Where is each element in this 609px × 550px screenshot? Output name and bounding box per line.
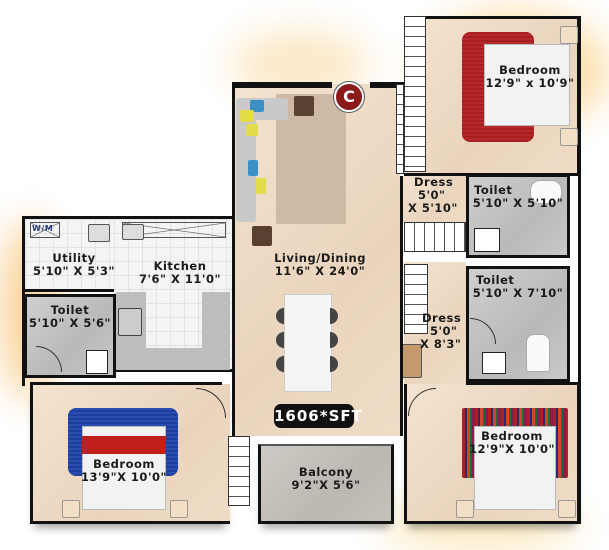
wardrobe-ne	[404, 16, 426, 172]
chair	[276, 308, 284, 324]
wc	[530, 180, 562, 204]
bed-ne	[484, 44, 570, 126]
cushion-blue	[250, 100, 264, 112]
area-badge: 1606*SFT	[274, 404, 362, 428]
wc	[526, 334, 550, 372]
wall-top-living	[370, 82, 404, 88]
nightstand	[560, 128, 578, 146]
chair	[276, 356, 284, 372]
cushion-yellow	[256, 178, 266, 194]
shower-tray	[86, 350, 108, 374]
balcony[interactable]	[258, 444, 394, 524]
chair	[330, 356, 338, 372]
dress-room-1[interactable]	[400, 176, 468, 222]
wm-counter	[30, 222, 60, 238]
counter-l	[116, 348, 230, 370]
wardrobe-dress-2	[404, 264, 428, 334]
duct-left	[228, 436, 250, 506]
dress-1-label: Dress 5'0" X 5'10"	[408, 175, 458, 216]
nightstand	[170, 500, 188, 518]
chair	[330, 332, 338, 348]
toilet-e-label: Toilet 5'10" X 7'10"	[472, 273, 564, 301]
cushion-yellow	[246, 124, 258, 136]
bed-se	[474, 426, 556, 510]
bedroom-ne-label: Bedroom 12'9" x 10'9"	[485, 63, 575, 91]
side-table	[252, 226, 272, 246]
toilet-ne-label: Toilet 5'10" X 5'10"	[472, 183, 564, 211]
wall-panel	[396, 84, 404, 174]
dress-2-label: Dress 5'0" X 8'3"	[420, 311, 462, 352]
dining-table	[284, 294, 332, 392]
wm-label: W/M	[32, 224, 54, 233]
wall-east	[578, 16, 581, 524]
shower-tray	[482, 352, 506, 374]
living-label: Living/Dining 11'6" X 24'0"	[274, 251, 366, 279]
wall-se	[466, 382, 580, 385]
brand-logo: C	[334, 82, 364, 112]
chair	[276, 332, 284, 348]
shower-tray	[474, 228, 500, 252]
wall-west	[22, 216, 25, 386]
bedroom-sw-label: Bedroom 13'9"X 10'0"	[81, 457, 167, 485]
counter-r	[202, 292, 230, 370]
cushion-blue	[248, 160, 258, 176]
wardrobe-dress-1	[404, 222, 466, 252]
bedspread-red	[82, 436, 166, 454]
balcony-label: Balcony 9'2"X 5'6"	[291, 465, 361, 493]
sink	[88, 224, 110, 242]
kitchen-sink	[122, 224, 144, 240]
wall-living-east	[400, 176, 403, 436]
cooktop	[118, 308, 142, 336]
chair	[330, 308, 338, 324]
bedroom-se-label: Bedroom 12'9"X 10'0"	[469, 429, 555, 457]
nightstand	[456, 500, 474, 518]
toilet-w-label: Toilet 5'10" X 5'6"	[29, 303, 111, 331]
utility-label: Utility 5'10" X 5'3"	[33, 251, 115, 279]
nightstand	[62, 500, 80, 518]
cushion-yellow	[240, 110, 254, 122]
wall-top-living	[232, 82, 332, 88]
nightstand	[558, 500, 576, 518]
side-table	[294, 96, 314, 116]
kitchen-label: Kitchen 7'6" X 11'0"	[139, 259, 221, 287]
nightstand	[560, 26, 578, 44]
wall-sw	[30, 382, 222, 385]
